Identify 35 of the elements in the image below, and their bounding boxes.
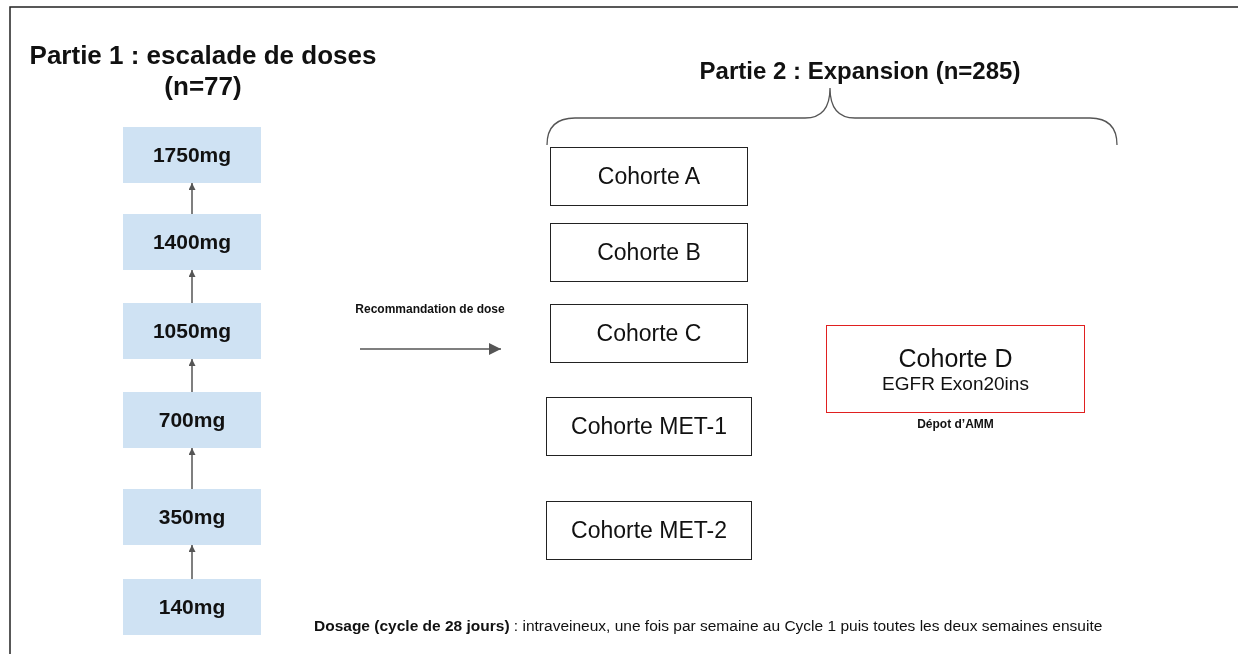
section-heading: Partie 2 : Expansion (n=285) — [698, 57, 1022, 86]
arrow — [188, 358, 196, 393]
arrow — [188, 182, 196, 215]
section-heading: Partie 1 : escalade de doses (n=77) — [28, 40, 378, 103]
dose-box — [123, 303, 261, 359]
dose-box — [123, 214, 261, 270]
box-title: Cohorte MET-1 — [571, 413, 727, 440]
box-title: Cohorte B — [597, 239, 701, 266]
arrow-label: Recommandation de dose — [355, 302, 505, 317]
cohort-box — [550, 147, 748, 206]
cohort-box — [550, 304, 748, 363]
highlight-cohort-box — [826, 325, 1085, 413]
arrow — [188, 447, 196, 490]
node-caption: Dépot d’AMM — [916, 417, 995, 431]
dose-box — [123, 579, 261, 635]
arrow — [188, 544, 196, 580]
dose-box — [123, 489, 261, 545]
box-title: Cohorte A — [597, 163, 701, 190]
dose-box — [123, 392, 261, 448]
cohort-box — [550, 223, 748, 282]
box-title: 350mg — [158, 505, 226, 529]
cohort-box — [546, 397, 752, 456]
arrow — [188, 269, 196, 304]
box-title: Cohorte MET-2 — [571, 517, 727, 544]
box-title: 700mg — [158, 408, 226, 432]
box-title: 1750mg — [152, 143, 232, 167]
box-title: 1050mg — [152, 319, 232, 343]
box-title: 140mg — [158, 595, 226, 619]
cohort-box — [546, 501, 752, 560]
box-title: 1400mg — [152, 230, 232, 254]
box-subtitle: EGFR Exon20ins — [882, 372, 1029, 395]
box-title: Cohorte C — [596, 320, 702, 347]
dose-box — [123, 127, 261, 183]
box-title: Cohorte D — [898, 343, 1013, 373]
dosage-note: Dosage (cycle de 28 jours) : intraveineux, une fois par semaine au Cycle 1 puis toutes les deux semaines ensuite — [314, 617, 1104, 636]
